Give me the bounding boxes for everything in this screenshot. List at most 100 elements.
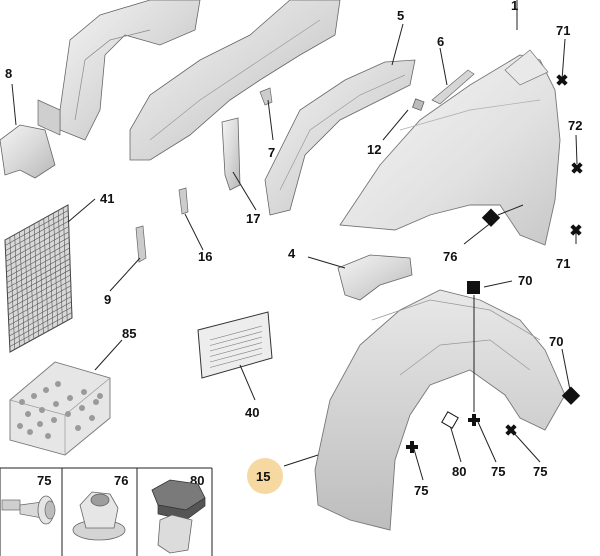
callout-16: 16 xyxy=(198,249,212,264)
strip-6-part xyxy=(431,69,475,105)
callout-85: 85 xyxy=(122,326,136,341)
clip-dot xyxy=(55,381,61,387)
mesh-line xyxy=(48,215,54,329)
cross-symbol xyxy=(505,424,517,436)
cross-symbol xyxy=(468,414,480,426)
callout-4: 4 xyxy=(288,246,296,261)
callout-80: 80 xyxy=(452,464,466,479)
clip-12-part xyxy=(412,98,425,111)
bolt-icon xyxy=(1,495,56,525)
mesh-panel-41-part xyxy=(4,204,73,353)
mesh-line xyxy=(5,210,69,246)
card-text-line xyxy=(209,336,263,352)
clip-dot xyxy=(27,429,33,435)
inner-wheelhouse-part xyxy=(37,0,201,141)
mesh-line xyxy=(28,226,35,339)
mesh-line xyxy=(6,247,70,283)
clip-icon xyxy=(151,479,206,554)
mesh-line xyxy=(9,312,72,347)
clip-dot xyxy=(65,411,71,417)
card-text-line xyxy=(209,347,263,363)
mesh-line xyxy=(7,274,71,310)
wheel-arch-liner-15-part xyxy=(314,289,566,531)
clip-dot xyxy=(45,433,51,439)
bracket-8-part xyxy=(0,124,56,179)
clip-dot xyxy=(97,393,103,399)
mesh-line xyxy=(6,242,70,278)
front-fender-part xyxy=(339,49,561,246)
mesh-line xyxy=(9,317,73,353)
clip-dot xyxy=(37,421,43,427)
square-symbol xyxy=(561,386,581,405)
mesh-line xyxy=(24,229,30,342)
clip-dot xyxy=(89,415,95,421)
callout-9: 9 xyxy=(104,292,111,307)
clip-dot xyxy=(51,417,57,423)
outlined-square-symbol xyxy=(441,411,459,429)
callout-17: 17 xyxy=(246,211,260,226)
mesh-line xyxy=(9,306,72,342)
bracket-7-part xyxy=(259,87,273,106)
mesh-line xyxy=(8,280,71,315)
clip-dot xyxy=(81,389,87,395)
callout-12: 12 xyxy=(367,142,381,157)
legend-label-75: 75 xyxy=(37,473,51,488)
clip-dot xyxy=(19,399,25,405)
legend-label-76: 76 xyxy=(114,473,128,488)
callout-1: 1 xyxy=(511,0,518,13)
mesh-line xyxy=(7,269,71,305)
bracket-17-part xyxy=(221,117,241,191)
callout-40: 40 xyxy=(245,405,259,420)
card-text-line xyxy=(209,353,263,368)
leader-lines xyxy=(11,0,578,481)
mesh-line xyxy=(53,213,58,326)
clip-dot xyxy=(39,407,45,413)
card-text-line xyxy=(209,342,263,357)
clip-dot xyxy=(25,411,31,417)
callout-8: 8 xyxy=(5,66,12,81)
mesh-line xyxy=(5,226,69,262)
fastener-legend: 75 76 80 xyxy=(0,467,213,556)
cross-symbol xyxy=(571,162,583,174)
highlight-circle xyxy=(247,458,283,494)
callout-71-top: 71 xyxy=(556,23,570,38)
square-symbol xyxy=(481,208,501,227)
upper-rail-part xyxy=(129,0,341,161)
mesh-line xyxy=(67,204,73,319)
callout-75-bottom: 75 xyxy=(414,483,428,498)
callout-labels: 5 6 1 71 8 72 12 7 41 17 16 76 71 4 9 70… xyxy=(5,0,582,498)
bracket-9-part xyxy=(135,225,147,263)
square-symbol xyxy=(467,281,480,294)
clip-dot xyxy=(79,405,85,411)
clip-dot xyxy=(67,395,73,401)
side-rail-part xyxy=(264,59,416,216)
mesh-line xyxy=(7,263,71,299)
mesh-line xyxy=(6,253,70,289)
mesh-line xyxy=(9,301,72,337)
mesh-line xyxy=(8,285,72,321)
mesh-line xyxy=(6,231,70,267)
callout-76-fender: 76 xyxy=(443,249,457,264)
mesh-line xyxy=(19,231,25,345)
cross-symbol xyxy=(556,74,568,86)
fastener-symbols xyxy=(406,74,583,453)
cross-symbol xyxy=(570,224,582,236)
clip-dot xyxy=(31,393,37,399)
card-text-line xyxy=(209,325,263,341)
card-text-line xyxy=(209,331,263,346)
mesh-line xyxy=(5,215,69,251)
mesh-line xyxy=(43,218,49,332)
callout-70-top: 70 xyxy=(518,273,532,288)
callout-75-mid: 75 xyxy=(491,464,505,479)
callout-7: 7 xyxy=(268,145,275,160)
bracket-16-part xyxy=(178,187,189,215)
mesh-line xyxy=(8,296,72,331)
clip-dot xyxy=(17,423,23,429)
mesh-line xyxy=(6,237,70,273)
mesh-line xyxy=(38,221,44,334)
mesh-line xyxy=(9,237,16,350)
callout-71-bottom: 71 xyxy=(556,256,570,271)
mesh-line xyxy=(4,239,11,353)
mesh-line xyxy=(5,220,69,257)
callout-41: 41 xyxy=(100,191,114,206)
